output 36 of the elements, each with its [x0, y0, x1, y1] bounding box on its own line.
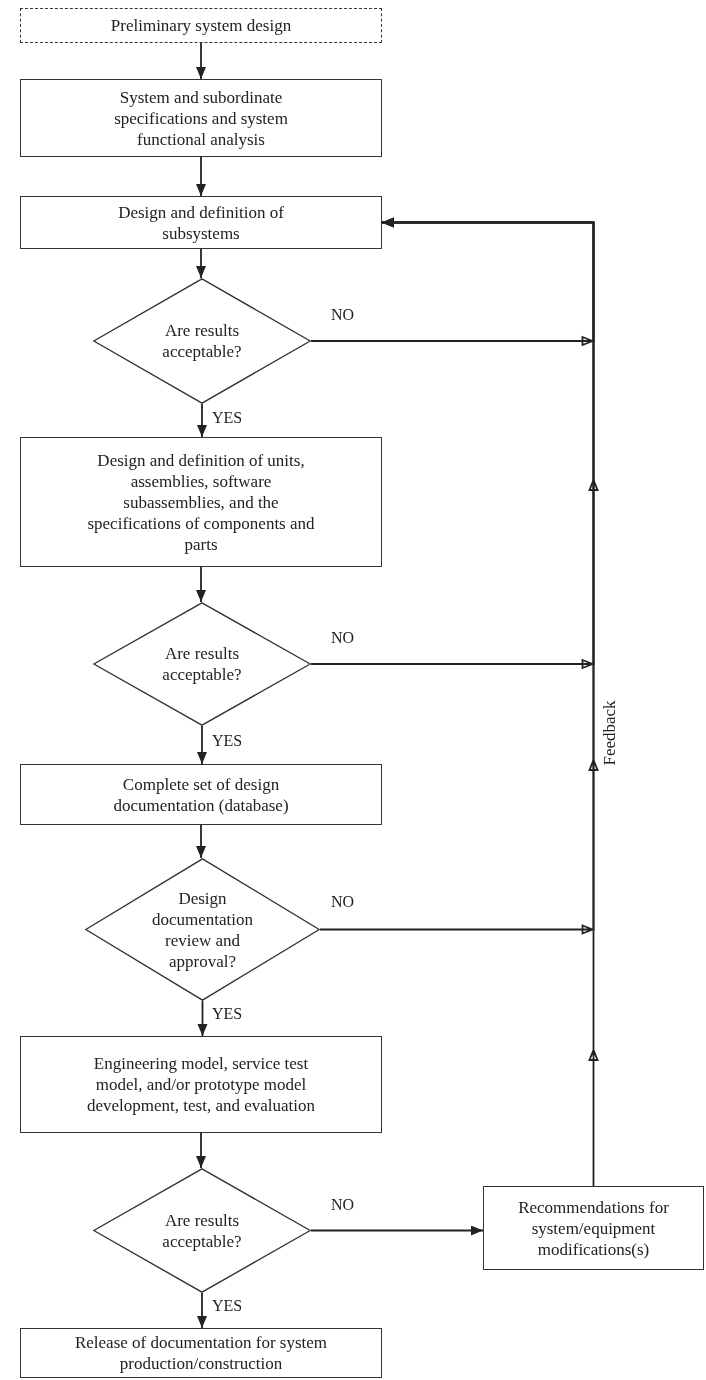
decision-diamond	[85, 858, 320, 1001]
arrow	[196, 566, 206, 603]
step-text: System and subordinate specifications and system functional analysis	[113, 86, 289, 150]
arrow	[196, 824, 206, 859]
arrow	[196, 248, 206, 279]
arrow	[197, 725, 207, 765]
step-text: Engineering model, service test model, and/or prototype model development, test, and evaluation	[86, 1053, 316, 1116]
arrow	[310, 1225, 484, 1236]
step-text: Complete set of design documentation (database)	[112, 773, 290, 816]
decision-text: Are results acceptable?	[162, 1209, 242, 1252]
arrow	[196, 42, 206, 80]
arrow	[381, 217, 599, 1187]
arrow	[196, 156, 206, 197]
process-box	[20, 1328, 382, 1378]
process-box	[483, 1186, 704, 1270]
arrow	[196, 1132, 206, 1169]
process-box	[20, 437, 382, 567]
process-box	[20, 79, 382, 157]
step-text: Design and definition of units, assemblies, software subassemblies, and the specifications of components and parts	[86, 449, 316, 555]
process-box	[20, 1036, 382, 1133]
decision-text: Design documentation review and approval?	[151, 887, 254, 972]
process-box	[20, 196, 382, 249]
decision-text: Are results acceptable?	[162, 320, 242, 362]
arrow	[197, 1292, 207, 1329]
process-box	[20, 8, 382, 43]
process-box	[20, 764, 382, 825]
step-text: Design and definition of subsystems	[117, 201, 285, 244]
arrow	[197, 403, 207, 438]
step-text: Preliminary system design	[110, 15, 292, 36]
decision-diamond	[93, 1168, 311, 1293]
decision-diamond	[93, 602, 311, 726]
decision-text: Are results acceptable?	[162, 643, 242, 685]
decision-diamond	[93, 278, 311, 404]
step-text: Recommendations for system/equipment modifications(s)	[517, 1196, 670, 1260]
step-text: Release of documentation for system production/construction	[73, 1332, 329, 1374]
arrow	[197, 1000, 208, 1037]
